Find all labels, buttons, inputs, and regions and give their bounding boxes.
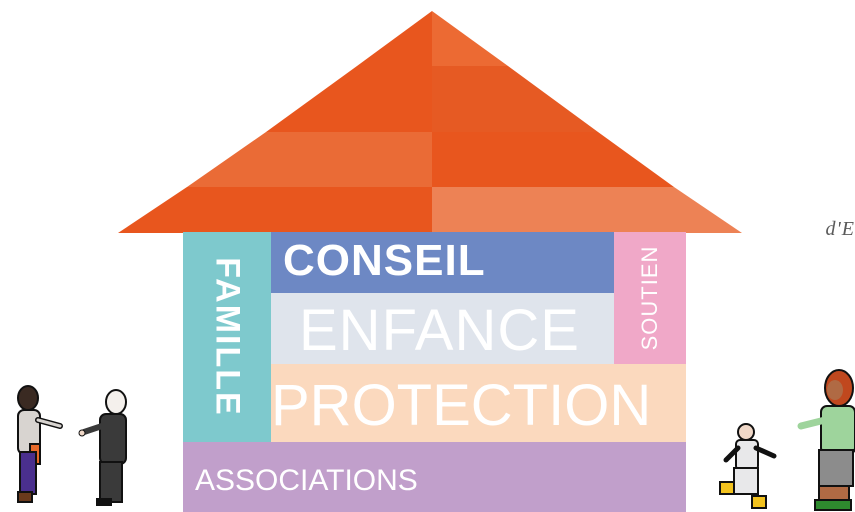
enfance-block: ENFANCE (271, 293, 614, 364)
adult-woman-green-figure (797, 369, 855, 511)
child-figure (719, 423, 777, 509)
roof (118, 11, 742, 233)
roof-tile (118, 187, 432, 233)
soutien-block: SOUTIEN (614, 232, 686, 364)
roof-tile (357, 11, 432, 66)
conseil-block: CONSEIL (271, 232, 614, 293)
roof-tile (432, 187, 742, 233)
famille-label: FAMILLE (208, 257, 247, 417)
associations-label: ASSOCIATIONS (195, 464, 418, 497)
protection-block: PROTECTION (271, 364, 686, 442)
roof-tile (432, 66, 598, 132)
conseil-label: CONSEIL (283, 236, 486, 285)
enfance-label: ENFANCE (299, 298, 580, 363)
adult-woman-figure (17, 385, 63, 503)
soutien-label: SOUTIEN (637, 245, 662, 351)
roof-tile (187, 132, 432, 187)
protection-label: PROTECTION (271, 373, 652, 438)
elderly-man-figure (78, 389, 127, 506)
side-text: d'E (825, 218, 855, 240)
roof-tile (432, 11, 508, 66)
famille-block: FAMILLE (183, 232, 271, 442)
associations-block: ASSOCIATIONS (183, 442, 686, 512)
roof-tile (432, 132, 674, 187)
roof-tiles (118, 11, 742, 233)
roof-tile (266, 66, 432, 132)
